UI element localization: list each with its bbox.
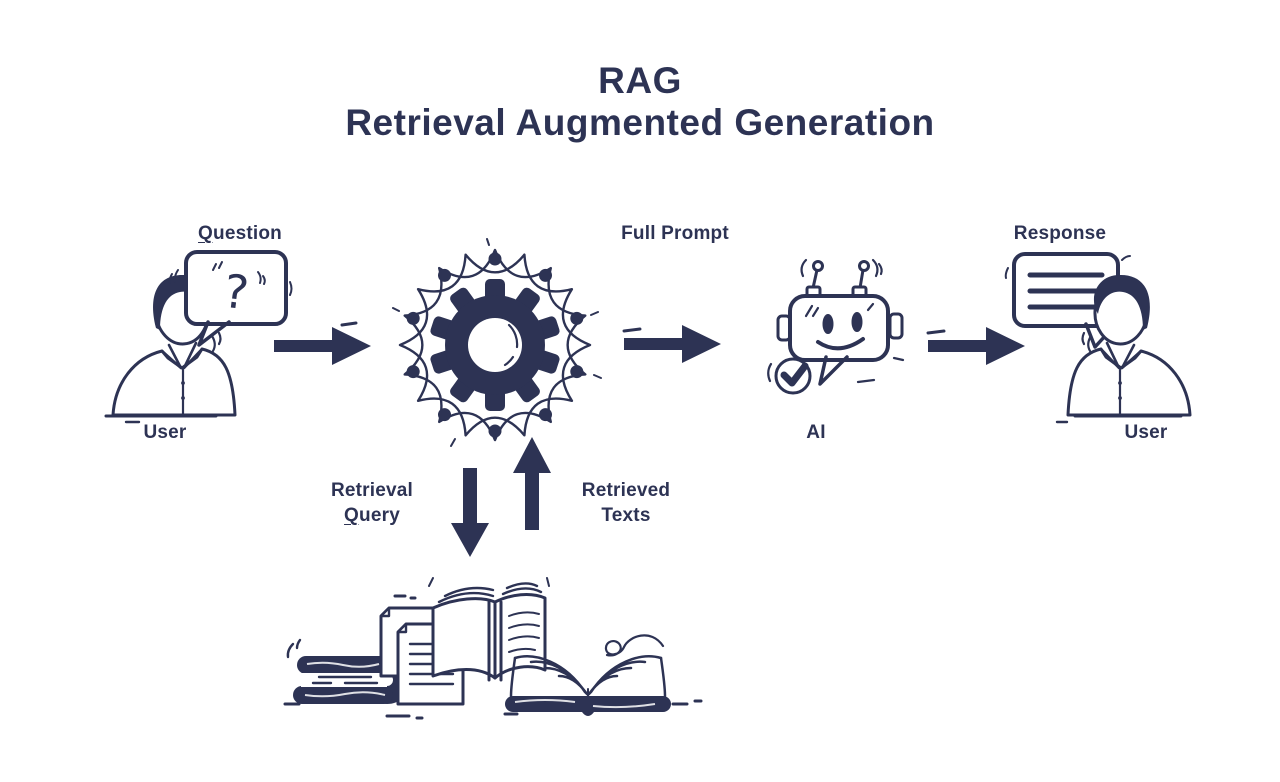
curly-line — [604, 634, 665, 657]
full-prompt-label: Full Prompt — [621, 223, 729, 244]
response-speech-bubble-icon — [1004, 252, 1131, 349]
robot-chat-icon — [767, 258, 905, 395]
network-nodes — [406, 252, 584, 438]
retrieval-query-label: Retrieval Query — [331, 478, 413, 528]
question-label: Question — [198, 223, 282, 244]
ground-dashes — [283, 699, 703, 720]
retrieved-texts-line2: Texts — [601, 505, 651, 526]
arrow-right-icon — [622, 325, 721, 363]
books-documents-icon — [283, 577, 703, 720]
user-left-label: User — [143, 422, 187, 443]
retrieval-query-line1: Retrieval — [330, 480, 414, 501]
retrieval-query-line2: Query — [344, 505, 400, 526]
gear-icon — [430, 279, 560, 411]
robot-head — [788, 294, 890, 362]
standing-open-book-icon — [428, 577, 550, 682]
person-doodle-icon: ? — [104, 250, 293, 424]
title-block: RAG Retrieval Augmented Generation — [0, 60, 1280, 144]
antenna-left — [800, 258, 824, 298]
user-right-label: User — [1124, 422, 1168, 443]
robot-ear-right — [888, 312, 904, 340]
person-doodle-icon — [1004, 252, 1192, 424]
retrieved-texts-line1: Retrieved — [581, 480, 671, 501]
lying-open-book-icon — [505, 634, 671, 716]
robot-eye-right — [851, 312, 863, 332]
arrow-down-icon — [451, 468, 489, 557]
response-label: Response — [1013, 223, 1107, 244]
gear-network-icon — [392, 238, 602, 449]
question-speech-bubble-icon: ? — [168, 250, 293, 347]
arrow-up-icon — [513, 437, 551, 530]
robot-smile — [816, 337, 865, 351]
page-title: RAG — [598, 60, 682, 101]
response-text-lines — [1027, 272, 1105, 310]
arrow-right-icon — [926, 327, 1025, 365]
page-subtitle: Retrieval Augmented Generation — [345, 102, 935, 143]
robot-eye-left — [822, 314, 834, 334]
arrow-right-icon — [274, 321, 371, 365]
retrieved-texts-label: Retrieved Texts — [582, 478, 670, 528]
checkmark-circle-icon — [767, 357, 812, 395]
person-right — [1055, 274, 1192, 424]
ai-label: AI — [806, 422, 826, 443]
antenna-right — [851, 258, 883, 298]
